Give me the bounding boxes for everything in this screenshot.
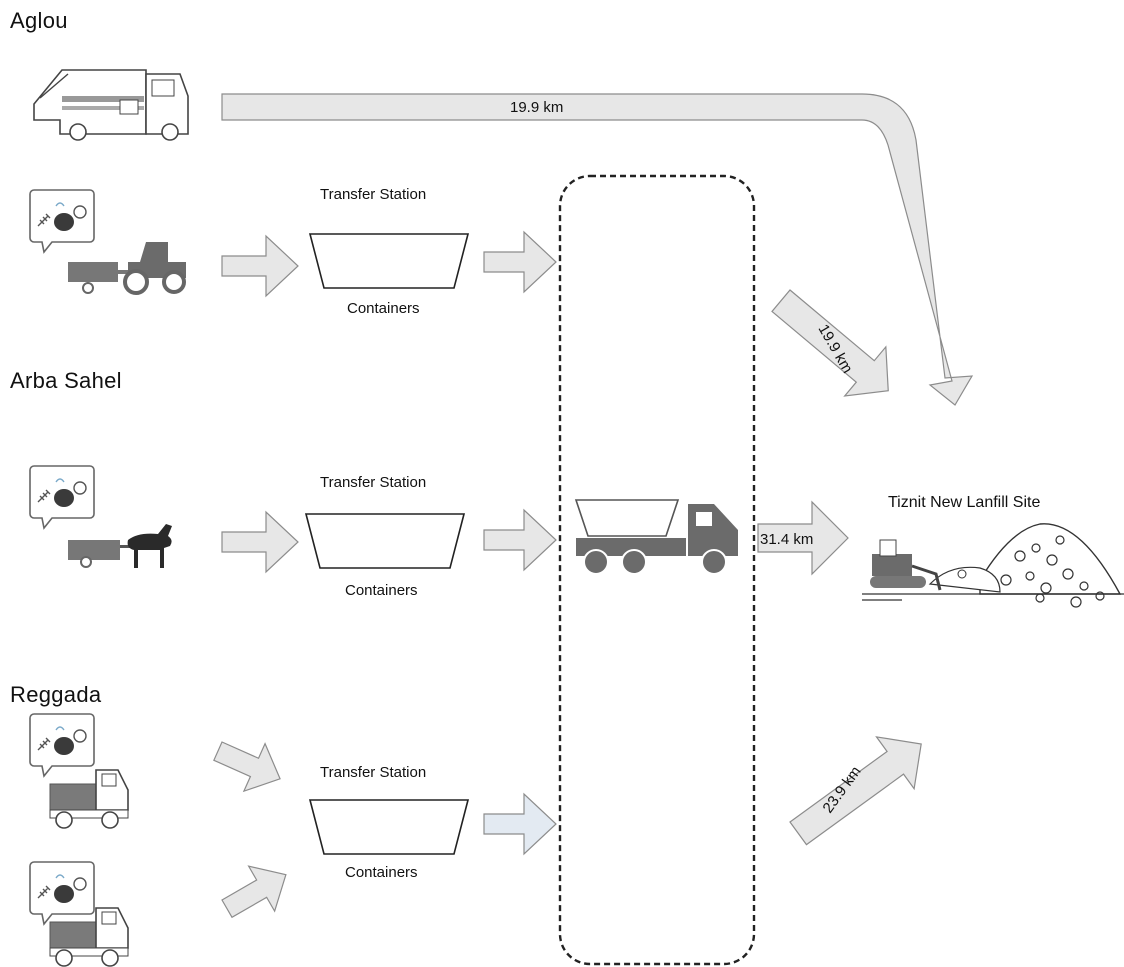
transfer-station-title: Transfer Station: [320, 764, 426, 781]
aglou-direct-distance: 19.9 km: [510, 99, 563, 116]
container-icon: [310, 234, 468, 288]
containers-label: Containers: [345, 864, 418, 881]
transfer-station-title: Transfer Station: [320, 186, 426, 203]
reggada-route-arrow: [779, 718, 940, 859]
pickup-truck-icon: [50, 770, 128, 828]
station-to-truck-arrow: [484, 232, 556, 292]
containers-label: Containers: [347, 300, 420, 317]
waste-bubble-icon: [30, 466, 94, 528]
pickup-to-station-arrow: [207, 727, 290, 802]
waste-bubble-icon: [30, 190, 94, 252]
pickup-to-station-arrow: [214, 852, 299, 931]
container-icon: [306, 514, 464, 568]
waste-bubble-icon: [30, 862, 94, 924]
region-label-aglou: Aglou: [10, 8, 68, 34]
region-label-arba-sahel: Arba Sahel: [10, 368, 122, 394]
transfer-station-title: Transfer Station: [320, 474, 426, 491]
station-to-truck-arrow: [484, 794, 556, 854]
garbage-truck-icon: [34, 70, 188, 140]
station-to-truck-arrow: [484, 510, 556, 570]
truck-to-landfill-distance: 31.4 km: [760, 531, 813, 548]
landfill-site-label: Tiznit New Lanfill Site: [888, 494, 1040, 512]
region-label-reggada: Reggada: [10, 682, 101, 708]
tractor-to-station-arrow: [222, 236, 298, 296]
containers-label: Containers: [345, 582, 418, 599]
dump-truck-icon: [576, 500, 738, 574]
landfill-illustration: [862, 524, 1124, 607]
container-icon: [310, 800, 468, 854]
donkey-to-station-arrow: [222, 512, 298, 572]
waste-bubble-icon: [30, 714, 94, 776]
donkey-cart-icon: [68, 524, 172, 568]
pickup-truck-icon: [50, 908, 128, 966]
tractor-trailer-icon: [68, 242, 186, 293]
